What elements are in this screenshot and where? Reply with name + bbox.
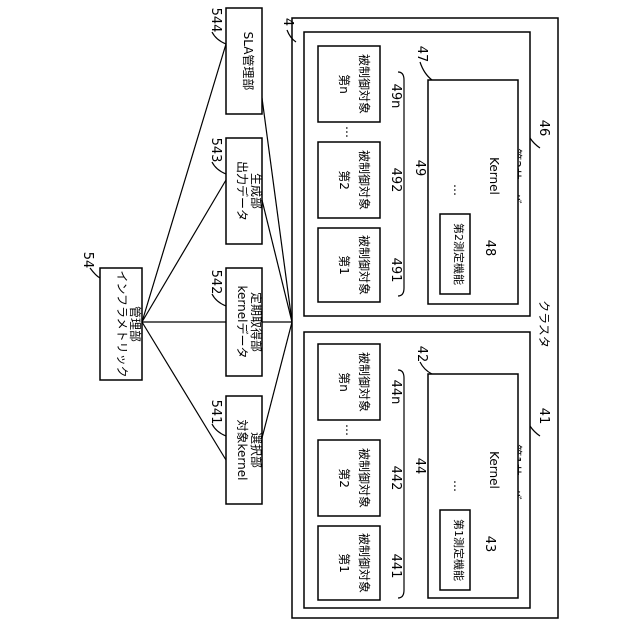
connector-543 <box>142 180 226 322</box>
group-49-id: 49 <box>412 160 427 177</box>
module-544-label: SLA管理部 <box>241 32 256 91</box>
target-491-line2: 被制御対象 <box>357 235 372 295</box>
targets-1-dots: … <box>343 424 357 436</box>
target-44n-line1: 第n <box>337 372 351 392</box>
target-44n-line2: 被制御対象 <box>357 352 372 412</box>
connectors <box>142 44 292 460</box>
module-543-line2: 生成部 <box>249 173 264 209</box>
target-441-line1: 第1 <box>337 553 351 573</box>
connector-541 <box>142 322 226 460</box>
target-492-line2: 被制御対象 <box>357 150 372 210</box>
module-543-id: 543 <box>208 138 223 163</box>
target-491-line1: 第1 <box>337 255 351 275</box>
target-441-id: 441 <box>388 554 403 579</box>
kernel-2-label: Kernel <box>487 157 501 195</box>
target-491-id: 491 <box>388 258 403 283</box>
server-2: 第2サーバ 46 Kernel 47 … 第2測定機能 48 第n 被制御対象 … <box>304 32 551 316</box>
infra-metric-manager: インフラメトリック 管理部 54 <box>80 252 143 380</box>
target-492-line1: 第2 <box>337 170 351 190</box>
connector-543-cluster <box>262 200 292 322</box>
target-442-line2: 被制御対象 <box>357 448 372 508</box>
kernel-1-id: 42 <box>414 346 429 363</box>
server-1-id: 41 <box>536 408 551 425</box>
module-543: 出力データ 生成部 543 <box>208 138 264 244</box>
target-442-id: 442 <box>388 466 403 491</box>
measure-1-label: 第1測定機能 <box>452 519 466 581</box>
kernel-1-ellipsis: … <box>451 480 465 492</box>
module-542-line2: 定期取得部 <box>249 292 264 352</box>
module-541-leader <box>212 424 226 436</box>
targets-2-dots: … <box>343 126 357 138</box>
target-442-line1: 第2 <box>337 468 351 488</box>
cluster-label: クラスタ <box>537 300 551 348</box>
module-543-leader <box>212 162 226 174</box>
module-544: SLA管理部 544 <box>208 8 262 114</box>
target-441-line2: 被制御対象 <box>357 533 372 593</box>
kernel-2-id: 47 <box>414 46 429 63</box>
module-542-line1: kernelデータ <box>235 286 250 359</box>
module-544-leader <box>212 32 226 44</box>
target-44n-id: 44n <box>388 380 403 405</box>
module-542-leader <box>212 294 226 306</box>
module-542-id: 542 <box>208 270 223 295</box>
target-49n-line1: 第n <box>337 74 351 94</box>
group-44-id: 44 <box>412 458 427 475</box>
measure-1-id: 43 <box>482 536 497 553</box>
module-541-id: 541 <box>208 400 223 425</box>
kernel-2-ellipsis: … <box>451 184 465 196</box>
infra-leader <box>90 268 100 278</box>
target-49n-line2: 被制御対象 <box>357 54 372 114</box>
server-2-id: 46 <box>536 120 551 137</box>
module-541-line1: 対象kernel <box>235 420 249 481</box>
infra-id: 54 <box>80 252 95 269</box>
module-543-line1: 出力データ <box>235 161 250 221</box>
connector-544-cluster <box>262 98 292 322</box>
target-492-id: 492 <box>388 168 403 193</box>
measure-2-label: 第2測定機能 <box>452 223 466 285</box>
module-544-id: 544 <box>208 8 223 33</box>
module-541: 対象kernel 選択部 541 <box>208 396 264 504</box>
kernel-1-label: Kernel <box>487 451 501 489</box>
target-49n-id: 49n <box>388 84 403 109</box>
cluster-id: 4 <box>280 18 295 26</box>
measure-2-id: 48 <box>482 240 497 257</box>
connector-541-cluster <box>262 322 292 438</box>
module-541-line2: 選択部 <box>249 432 264 468</box>
infra-label-line2: 管理部 <box>128 306 143 342</box>
server-1: 第1サーバ 41 Kernel 42 … 第1測定機能 43 第n 被制御対象 … <box>304 332 551 608</box>
infra-label-line1: インフラメトリック <box>115 270 129 377</box>
